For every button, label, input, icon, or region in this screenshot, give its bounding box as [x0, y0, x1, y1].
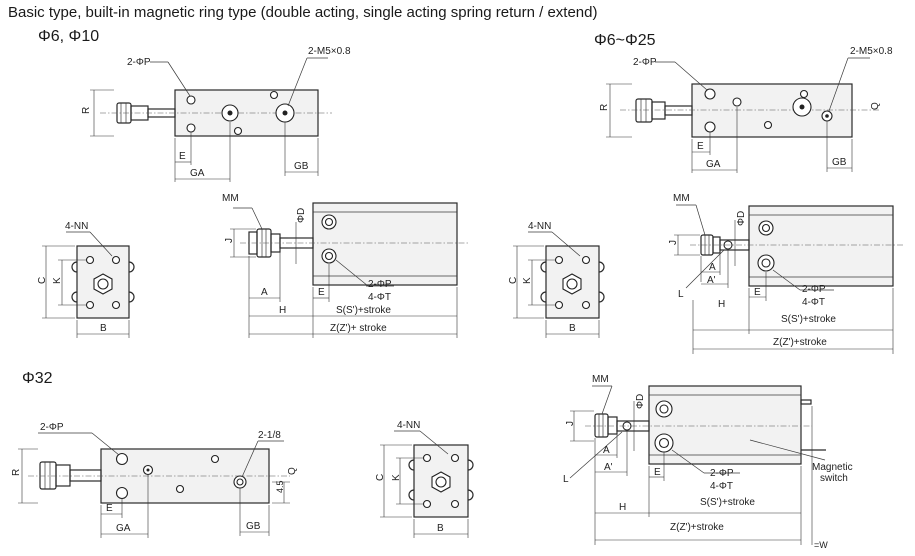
label-2-phi-p: 2-ΦP: [802, 284, 826, 295]
label-4-phi-t: 4-ΦT: [368, 292, 391, 303]
label-e: E: [697, 141, 704, 152]
label-l: L: [563, 474, 569, 485]
label-j: J: [668, 240, 679, 245]
label-c: C: [508, 277, 519, 284]
top-view-phi32: 2-ΦP 2-1/8 R E GA GB 4.5 Q: [11, 422, 298, 538]
label-4-phi-t: 4-ΦT: [710, 481, 733, 492]
section-title-phi6-phi25: Φ6~Φ25: [594, 32, 656, 49]
label-j: J: [224, 238, 235, 243]
label-magnetic: Magnetic: [812, 462, 853, 473]
label-mm: MM: [592, 374, 609, 385]
label-e: E: [654, 467, 661, 478]
label-a-prime: A': [604, 462, 613, 473]
side-view-phi32: MM J ΦD A A' L E 2-ΦP 4-ΦT H S(S')+strok…: [563, 374, 853, 550]
label-r: R: [81, 107, 92, 114]
label-l: L: [678, 289, 684, 300]
label-2-m5: 2-M5×0.8: [308, 46, 351, 57]
label-4-nn: 4-NN: [397, 420, 420, 431]
label-b: B: [100, 323, 107, 334]
label-a: A: [709, 262, 716, 273]
end-view-small: 4-NN C K B: [37, 221, 135, 338]
label-r: R: [11, 469, 22, 476]
top-view-phi6-phi25: 2-ΦP 2-M5×0.8 R E GA GB Q: [599, 46, 893, 173]
label-a: A: [261, 287, 268, 298]
label-e: E: [754, 287, 761, 298]
label-phi-d: ΦD: [296, 208, 307, 223]
label-q: Q: [870, 102, 881, 110]
label-a: A: [603, 445, 610, 456]
label-phi-d: ΦD: [635, 394, 646, 409]
label-h: H: [718, 299, 725, 310]
label-4-phi-t: 4-ΦT: [802, 297, 825, 308]
label-mm: MM: [222, 193, 239, 204]
port-hole: [186, 95, 196, 105]
label-z-stroke: Z(Z')+stroke: [670, 522, 724, 533]
label-ga: GA: [706, 159, 721, 170]
label-4-nn: 4-NN: [528, 221, 551, 232]
label-b: B: [437, 523, 444, 534]
label-2-phi-p: 2-ΦP: [710, 468, 734, 479]
label-gb: GB: [246, 521, 261, 532]
page-heading: Basic type, built-in magnetic ring type …: [8, 4, 598, 21]
label-4-5: 4.5: [275, 480, 285, 493]
end-view-large: 4-NN C K B: [375, 420, 474, 538]
label-z-stroke: Z(Z')+stroke: [773, 337, 827, 348]
top-view-phi6-phi10: 2-ΦP 2-M5×0.8 R E GA GB: [81, 46, 351, 182]
label-h: H: [279, 305, 286, 316]
label-k: K: [52, 277, 63, 284]
side-view-phi6-phi25: MM J ΦD A A' L E H 2-ΦP 4-ΦT S(S')+strok…: [668, 193, 905, 354]
label-c: C: [37, 277, 48, 284]
label-w: =W: [814, 540, 828, 550]
label-s-stroke: S(S')+stroke: [336, 305, 391, 316]
label-2-phi-p: 2-ΦP: [368, 279, 392, 290]
label-j: J: [565, 421, 576, 426]
label-phi-d: ΦD: [736, 211, 747, 226]
label-ga: GA: [190, 168, 205, 179]
label-ga: GA: [116, 523, 131, 534]
label-c: C: [375, 474, 386, 481]
label-e: E: [179, 151, 186, 162]
label-r: R: [599, 104, 610, 111]
label-b: B: [569, 323, 576, 334]
label-switch: switch: [820, 473, 848, 484]
label-gb: GB: [832, 157, 847, 168]
label-gb: GB: [294, 161, 309, 172]
label-z-stroke: Z(Z')+ stroke: [330, 323, 387, 334]
label-k: K: [522, 277, 533, 284]
label-2-phi-p: 2-ΦP: [633, 57, 657, 68]
label-2-m5: 2-M5×0.8: [850, 46, 893, 57]
label-s-stroke: S(S')+stroke: [781, 314, 836, 325]
label-s-stroke: S(S')+stroke: [700, 497, 755, 508]
label-4-nn: 4-NN: [65, 221, 88, 232]
label-k: K: [391, 474, 402, 481]
label-e: E: [318, 287, 325, 298]
label-e: E: [106, 503, 113, 514]
section-title-phi32: Φ32: [22, 370, 53, 387]
label-h: H: [619, 502, 626, 513]
side-view-phi6-phi10: MM J ΦD A E 2-ΦP 4-ΦT H S(S')+stroke Z(Z…: [222, 193, 470, 338]
label-a-prime: A': [707, 275, 716, 286]
label-2-phi-p: 2-ΦP: [127, 57, 151, 68]
section-title-phi6-phi10: Φ6, Φ10: [38, 28, 100, 45]
label-2-1-8: 2-1/8: [258, 430, 281, 441]
label-q: Q: [287, 467, 298, 475]
label-2-phi-p: 2-ΦP: [40, 422, 64, 433]
label-mm: MM: [673, 193, 690, 204]
end-view-medium: 4-NN C K B: [508, 221, 605, 338]
